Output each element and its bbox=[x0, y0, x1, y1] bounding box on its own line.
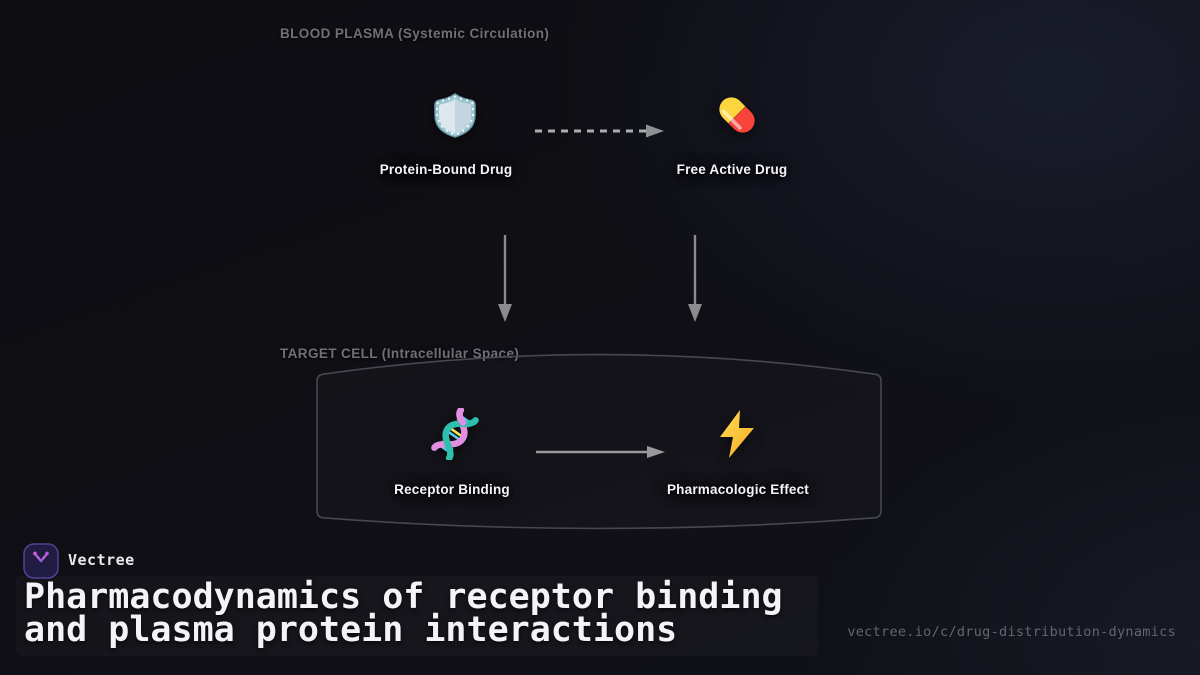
title-line-2: and plasma protein interactions bbox=[24, 610, 678, 650]
canonical-url: vectree.io/c/drug-distribution-dynamics bbox=[847, 624, 1176, 640]
plasma-section-header: BLOOD PLASMA (Systemic Circulation) bbox=[280, 26, 550, 41]
node-label-protein-bound-drug: Protein-Bound Drug bbox=[379, 162, 513, 177]
pill-icon bbox=[711, 89, 763, 146]
cell-membrane-outline bbox=[313, 349, 885, 538]
down-arrow-left bbox=[496, 234, 514, 329]
brand-name: Vectree bbox=[68, 551, 135, 569]
shield-icon bbox=[431, 91, 479, 144]
vectree-branch-icon bbox=[23, 543, 59, 584]
down-arrow-right bbox=[686, 234, 704, 329]
lightning-icon bbox=[711, 408, 763, 465]
node-label-receptor-binding: Receptor Binding bbox=[394, 482, 510, 497]
dna-icon bbox=[429, 406, 481, 465]
title-line-1: Pharmacodynamics of receptor binding bbox=[24, 577, 783, 617]
node-label-pharmacologic-effect: Pharmacologic Effect bbox=[666, 482, 810, 497]
page-title: Pharmacodynamics of receptor binding and… bbox=[24, 577, 783, 650]
dashed-arrow-right bbox=[534, 123, 666, 144]
node-label-free-active-drug: Free Active Drug bbox=[676, 162, 788, 177]
solid-arrow-right bbox=[535, 444, 667, 465]
target-section-header: TARGET CELL (Intracellular Space) bbox=[280, 346, 520, 361]
